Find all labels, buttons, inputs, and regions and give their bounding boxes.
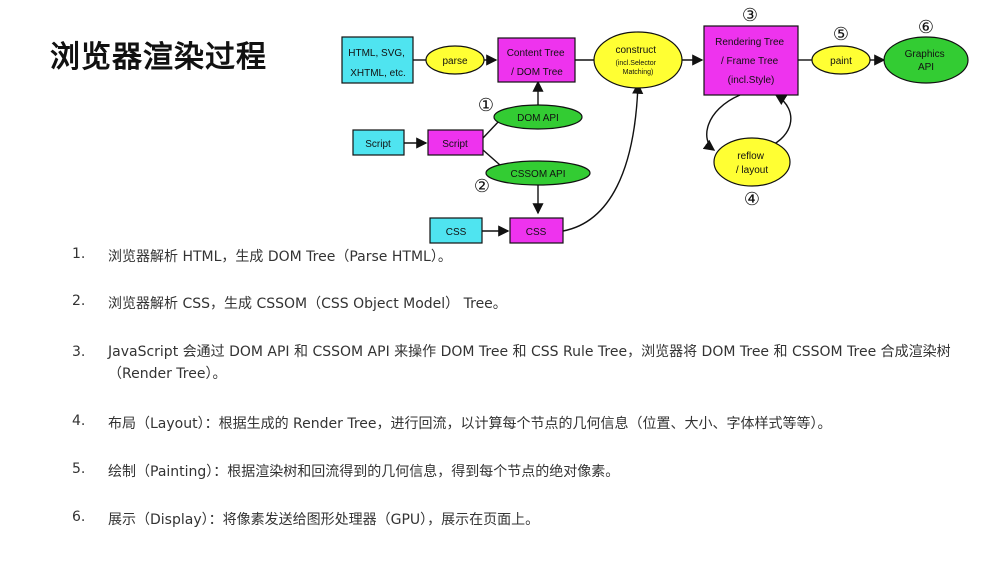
step-4-text: 布局（Layout）：根据生成的 Render Tree，进行回流，以计算每个节… (108, 416, 832, 432)
marker-4: ④ (744, 189, 760, 210)
css-box (509, 217, 564, 244)
dom-api-ellipse (493, 104, 583, 130)
marker-5: ⑤ (833, 24, 849, 45)
script-box-label: Script (442, 139, 468, 150)
css-input-box (429, 217, 483, 244)
html-input-line2: XHTML, etc. (350, 68, 406, 79)
construct-line1: construct (615, 45, 656, 56)
step-4-number: 4. (72, 413, 86, 429)
step-6-text: 展示（Display）：将像素发送给图形处理器（GPU），展示在页面上。 (108, 512, 540, 528)
content-tree-line1: Content Tree (507, 48, 565, 59)
html-input-box (341, 36, 414, 84)
rendering-flow-diagram: HTML, SVG, XHTML, etc. parse Content Tre… (341, 5, 969, 244)
step-5-text: 绘制（Painting）：根据渲染树和回流得到的几何信息，得到每个节点的绝对像素… (108, 464, 620, 480)
dom-api-label: DOM API (517, 113, 559, 124)
parse-ellipse (425, 45, 485, 75)
step-1-text: 浏览器解析 HTML，生成 DOM Tree（Parse HTML）。 (108, 249, 452, 265)
reflow-line1: reflow (737, 151, 764, 162)
svg-text:construct (incl.Selector: construct (incl.Selector Matching) (615, 40, 660, 76)
cssom-api-label: CSSOM API (510, 169, 565, 180)
reflow-line2: / layout (736, 165, 768, 176)
step-2-text: 浏览器解析 CSS，生成 CSSOM（CSS Object Model） Tre… (108, 296, 507, 312)
graphics-api-line1: Graphics (905, 49, 945, 60)
svg-text:Content Tree / DOM Tree: Content Tree / DOM Tree (507, 48, 568, 78)
connectors (404, 54, 886, 237)
parse-label: parse (442, 56, 467, 67)
marker-3: ③ (742, 5, 758, 26)
graphics-api-ellipse (883, 36, 969, 84)
construct-ellipse (593, 31, 683, 89)
marker-6: ⑥ (918, 17, 934, 38)
script-box (427, 129, 484, 156)
css-input-label: CSS (446, 227, 467, 238)
marker-2: ② (474, 176, 490, 197)
reflow-ellipse (713, 137, 791, 187)
paint-ellipse (811, 45, 871, 75)
content-tree-line2: / DOM Tree (511, 67, 563, 78)
html-input-line1: HTML, SVG, (348, 48, 405, 59)
svg-text:Graphics API: Graphics API (905, 49, 948, 73)
script-input-box (352, 129, 405, 156)
css-box-label: CSS (526, 227, 547, 238)
content-tree-box (497, 37, 576, 83)
script-input-label: Script (365, 139, 391, 150)
paint-label: paint (830, 56, 852, 67)
rendering-tree-line3: (incl.Style) (728, 75, 775, 86)
step-3-text: JavaScript 会通过 DOM API 和 CSSOM API 来操作 D… (108, 344, 951, 382)
step-2-number: 2. (72, 293, 86, 309)
page-title: 浏览器渲染过程 (50, 40, 267, 75)
step-1-number: 1. (72, 246, 86, 262)
svg-text:Rendering Tree / Frame Tre: Rendering Tree / Frame Tree (incl.Style) (715, 37, 787, 86)
rendering-tree-line2: / Frame Tree (721, 56, 779, 67)
graphics-api-line2: API (918, 62, 934, 73)
rendering-tree-line1: Rendering Tree (715, 37, 784, 48)
step-6-number: 6. (72, 509, 86, 525)
svg-text:reflow / layout: reflow / layout (736, 151, 768, 176)
construct-line3: Matching) (623, 69, 654, 76)
svg-text:HTML, SVG, XHTML, etc.: HTML, SVG, XHTML, etc. (348, 48, 407, 79)
marker-1: ① (478, 95, 494, 116)
step-3-number: 3. (72, 344, 86, 360)
step-5-number: 5. (72, 461, 86, 477)
cssom-api-ellipse (485, 160, 591, 186)
construct-line2: (incl.Selector (616, 60, 657, 67)
rendering-tree-box (703, 25, 799, 96)
